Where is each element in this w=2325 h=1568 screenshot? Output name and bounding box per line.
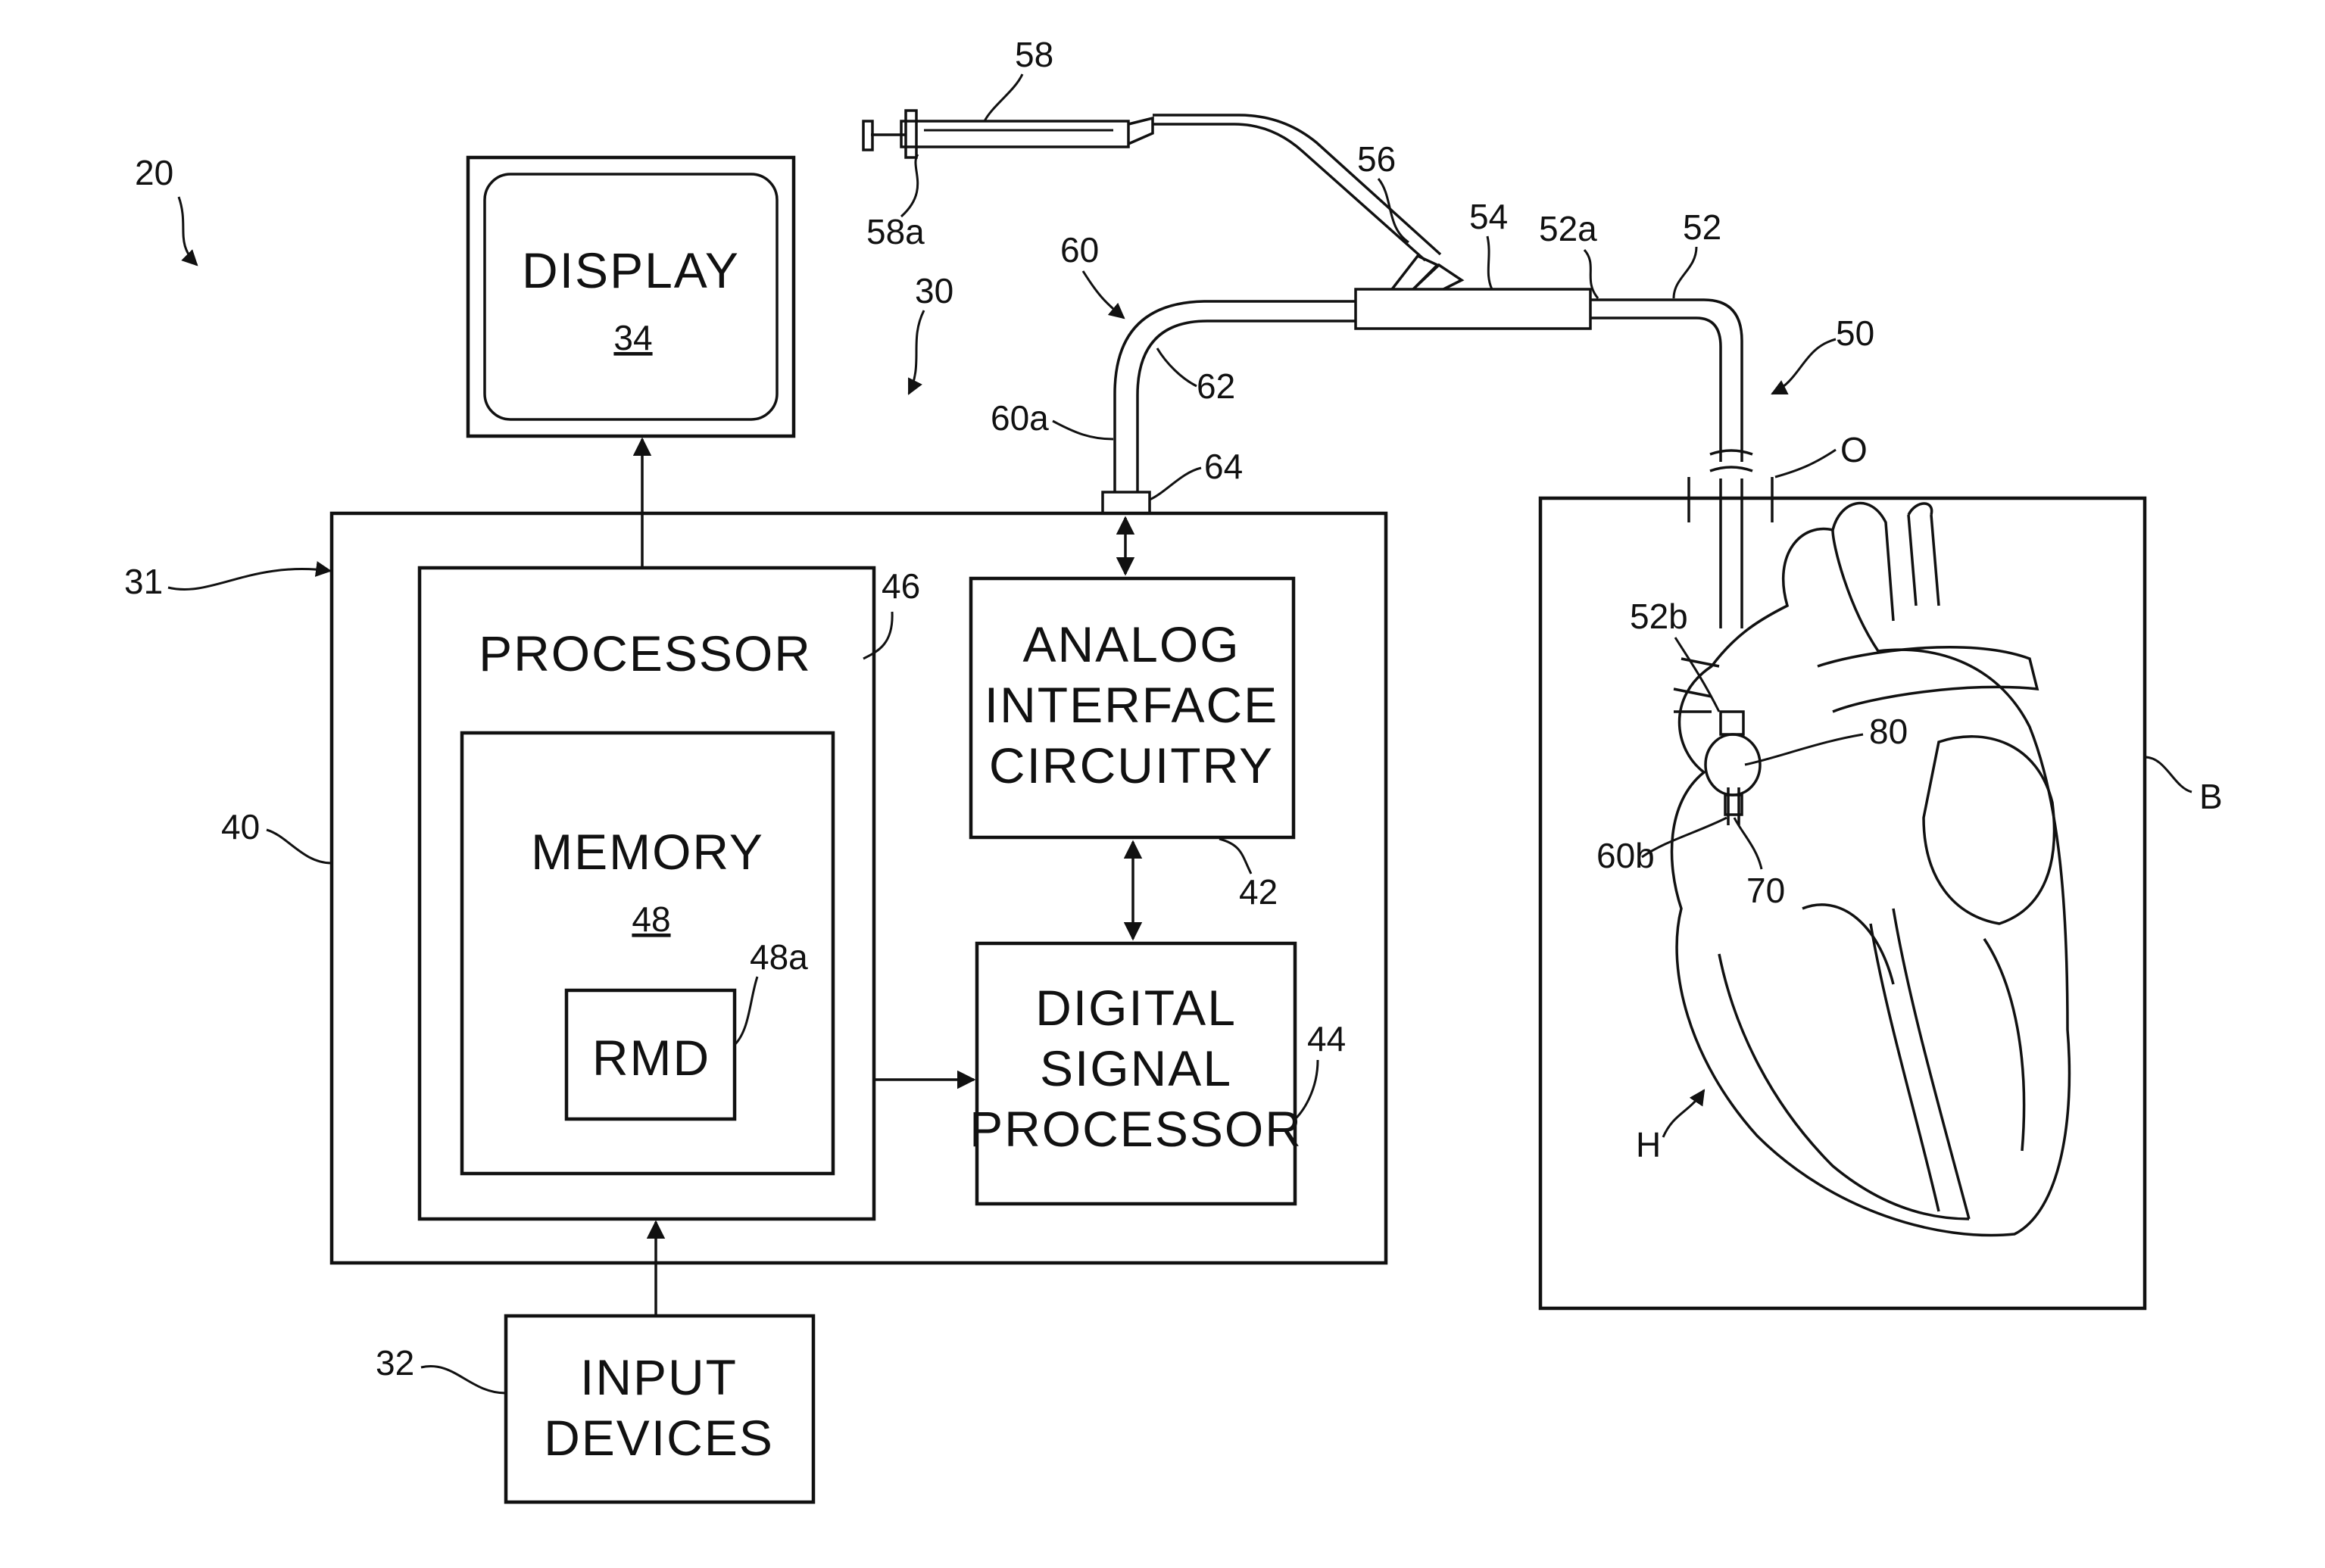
processor-box: PROCESSOR bbox=[420, 568, 874, 1219]
ref-60: 60 bbox=[1060, 230, 1099, 270]
ref-64: 64 bbox=[1204, 447, 1243, 486]
input-devices-box: INPUT DEVICES bbox=[506, 1316, 813, 1502]
dsp-line-3: PROCESSOR bbox=[969, 1101, 1303, 1157]
ref-50: 50 bbox=[1836, 313, 1874, 353]
display-label: DISPLAY bbox=[522, 242, 740, 298]
ref-48a: 48a bbox=[750, 937, 808, 977]
dsp-line-2: SIGNAL bbox=[1040, 1040, 1232, 1096]
input-line-1: INPUT bbox=[580, 1349, 738, 1405]
ref-B: B bbox=[2199, 777, 2223, 816]
ref-62: 62 bbox=[1197, 366, 1235, 406]
manifold-54 bbox=[1356, 289, 1590, 329]
ref-60a: 60a bbox=[991, 398, 1049, 438]
connector-64 bbox=[1103, 492, 1150, 513]
rmd-box: RMD bbox=[566, 990, 735, 1119]
catheter-52-inner bbox=[1590, 318, 1721, 462]
ref-32: 32 bbox=[376, 1343, 414, 1383]
ref-20: 20 bbox=[135, 153, 173, 192]
ref-44: 44 bbox=[1307, 1019, 1346, 1058]
ref-56: 56 bbox=[1357, 139, 1396, 179]
analog-line-2: INTERFACE bbox=[985, 677, 1278, 733]
input-line-2: DEVICES bbox=[544, 1410, 774, 1466]
ref-46: 46 bbox=[882, 566, 920, 606]
side-port-stub bbox=[1413, 265, 1462, 289]
ref-58a: 58a bbox=[866, 212, 925, 251]
catheter-break bbox=[1710, 450, 1752, 471]
syringe-line-inner bbox=[1153, 115, 1440, 254]
analog-interface-box: ANALOG INTERFACE CIRCUITRY bbox=[971, 578, 1294, 837]
ref-52a: 52a bbox=[1539, 209, 1597, 248]
memory-label: MEMORY bbox=[531, 824, 764, 880]
dsp-line-1: DIGITAL bbox=[1035, 980, 1237, 1036]
catheter-52-lower bbox=[1721, 479, 1742, 628]
ref-70: 70 bbox=[1746, 871, 1785, 910]
ref-42: 42 bbox=[1239, 872, 1278, 912]
processor-label: PROCESSOR bbox=[479, 625, 812, 681]
ref-54: 54 bbox=[1469, 197, 1508, 236]
ref-30: 30 bbox=[915, 271, 953, 310]
display-monitor: DISPLAY 34 bbox=[468, 157, 794, 436]
analog-line-3: CIRCUITRY bbox=[989, 737, 1274, 793]
ref-52: 52 bbox=[1683, 207, 1721, 247]
catheter-52 bbox=[1590, 300, 1742, 462]
ref-40: 40 bbox=[221, 807, 260, 846]
ref-52b: 52b bbox=[1630, 597, 1688, 636]
display-number: 34 bbox=[613, 318, 652, 357]
ref-80: 80 bbox=[1869, 712, 1908, 751]
ref-H: H bbox=[1636, 1125, 1661, 1164]
heart-drawing bbox=[1672, 503, 2070, 1236]
ref-O: O bbox=[1840, 430, 1868, 469]
memory-number: 48 bbox=[632, 899, 670, 939]
syringe-58 bbox=[863, 111, 1153, 157]
dsp-box: DIGITAL SIGNAL PROCESSOR bbox=[969, 943, 1303, 1204]
analog-line-1: ANALOG bbox=[1022, 616, 1240, 672]
ref-31: 31 bbox=[124, 562, 163, 601]
rmd-label: RMD bbox=[592, 1030, 710, 1086]
ref-58: 58 bbox=[1015, 35, 1053, 74]
cable-60-inner bbox=[1138, 321, 1356, 492]
